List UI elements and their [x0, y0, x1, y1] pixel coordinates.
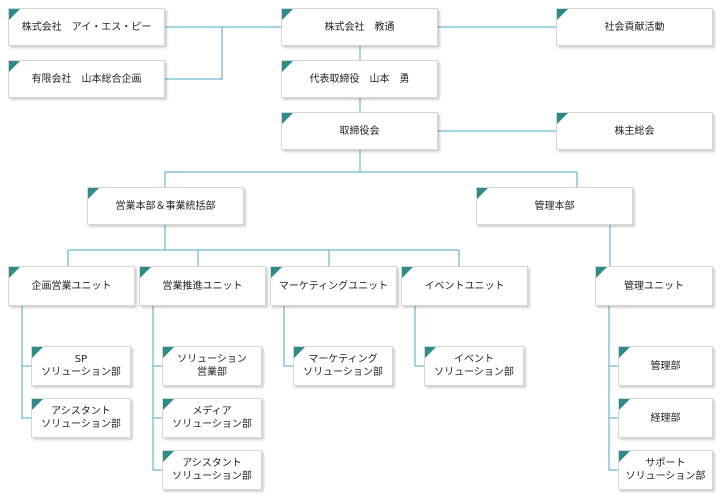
solution-sales-dept-box: ソリューション 営業部: [162, 346, 262, 386]
marketing-solution-dept-label: マーケティング ソリューション部: [303, 354, 383, 378]
company-kyotsu-label: 株式会社 教通: [324, 21, 395, 33]
support-solution-dept-label: サポート ソリューション部: [625, 458, 706, 482]
connector-line-19: [152, 306, 162, 471]
marketing-solution-dept-box: マーケティング ソリューション部: [293, 346, 393, 386]
connector-line-1: [165, 27, 223, 80]
admin-dept-box: 管理部: [618, 346, 713, 386]
sp-solution-dept-label: SP ソリューション部: [41, 354, 121, 378]
company-aisp-box: 株式会社 アイ・エス・ピー: [8, 8, 165, 46]
support-solution-dept-box: サポート ソリューション部: [618, 450, 713, 490]
management-hq-box: 管理本部: [476, 187, 633, 225]
marketing-unit-box: マーケティングユニット: [270, 266, 397, 306]
solution-sales-dept-label: ソリューション 営業部: [177, 354, 247, 378]
representative-director-label: 代表取締役 山本 勇: [309, 73, 410, 85]
event-solution-dept-box: イベント ソリューション部: [424, 346, 524, 386]
representative-director-box: 代表取締役 山本 勇: [281, 60, 438, 98]
event-solution-dept-label: イベント ソリューション部: [434, 354, 514, 378]
accounting-dept-label: 経理部: [650, 412, 681, 424]
sales-hq-division-label: 営業本部＆事業統括部: [115, 200, 216, 212]
sales-promotion-unit-label: 営業推進ユニット: [162, 280, 243, 292]
planning-sales-unit-box: 企画営業ユニット: [8, 266, 135, 306]
shareholders-meeting-label: 株主総会: [614, 125, 655, 137]
shareholders-meeting-box: 株主総会: [556, 112, 713, 150]
accounting-dept-box: 経理部: [618, 398, 713, 438]
assistant-solution-dept-2-box: アシスタント ソリューション部: [162, 450, 262, 490]
social-contribution-box: 社会貢献活動: [556, 8, 713, 46]
company-kyotsu-box: 株式会社 教通: [281, 8, 438, 46]
media-solution-dept-box: メディア ソリューション部: [162, 398, 262, 438]
management-unit-box: 管理ユニット: [595, 266, 713, 306]
connector-line-17: [21, 306, 31, 419]
management-hq-label: 管理本部: [534, 200, 575, 212]
assistant-solution-dept-1-label: アシスタント ソリューション部: [41, 406, 121, 430]
admin-dept-label: 管理部: [650, 360, 681, 372]
management-unit-label: 管理ユニット: [624, 280, 684, 292]
media-solution-dept-label: メディア ソリューション部: [172, 406, 252, 430]
board-of-directors-box: 取締役会: [281, 112, 438, 150]
connector-line-24: [608, 306, 618, 471]
connector-line-22: [283, 306, 293, 367]
assistant-solution-dept-2-label: アシスタント ソリューション部: [172, 458, 252, 482]
sales-promotion-unit-box: 営業推進ユニット: [139, 266, 266, 306]
company-yamamoto-label: 有限会社 山本総合企画: [31, 73, 142, 85]
connector-line-23: [414, 306, 424, 367]
event-unit-box: イベントユニット: [401, 266, 528, 306]
sp-solution-dept-box: SP ソリューション部: [31, 346, 131, 386]
marketing-unit-label: マーケティングユニット: [278, 280, 389, 292]
company-aisp-label: 株式会社 アイ・エス・ピー: [21, 21, 152, 33]
assistant-solution-dept-1-box: アシスタント ソリューション部: [31, 398, 131, 438]
event-unit-label: イベントユニット: [424, 280, 505, 292]
planning-sales-unit-label: 企画営業ユニット: [31, 280, 112, 292]
board-of-directors-label: 取締役会: [339, 125, 380, 137]
social-contribution-label: 社会貢献活動: [604, 21, 665, 33]
company-yamamoto-box: 有限会社 山本総合企画: [8, 60, 165, 98]
sales-hq-division-box: 営業本部＆事業統括部: [87, 187, 244, 225]
